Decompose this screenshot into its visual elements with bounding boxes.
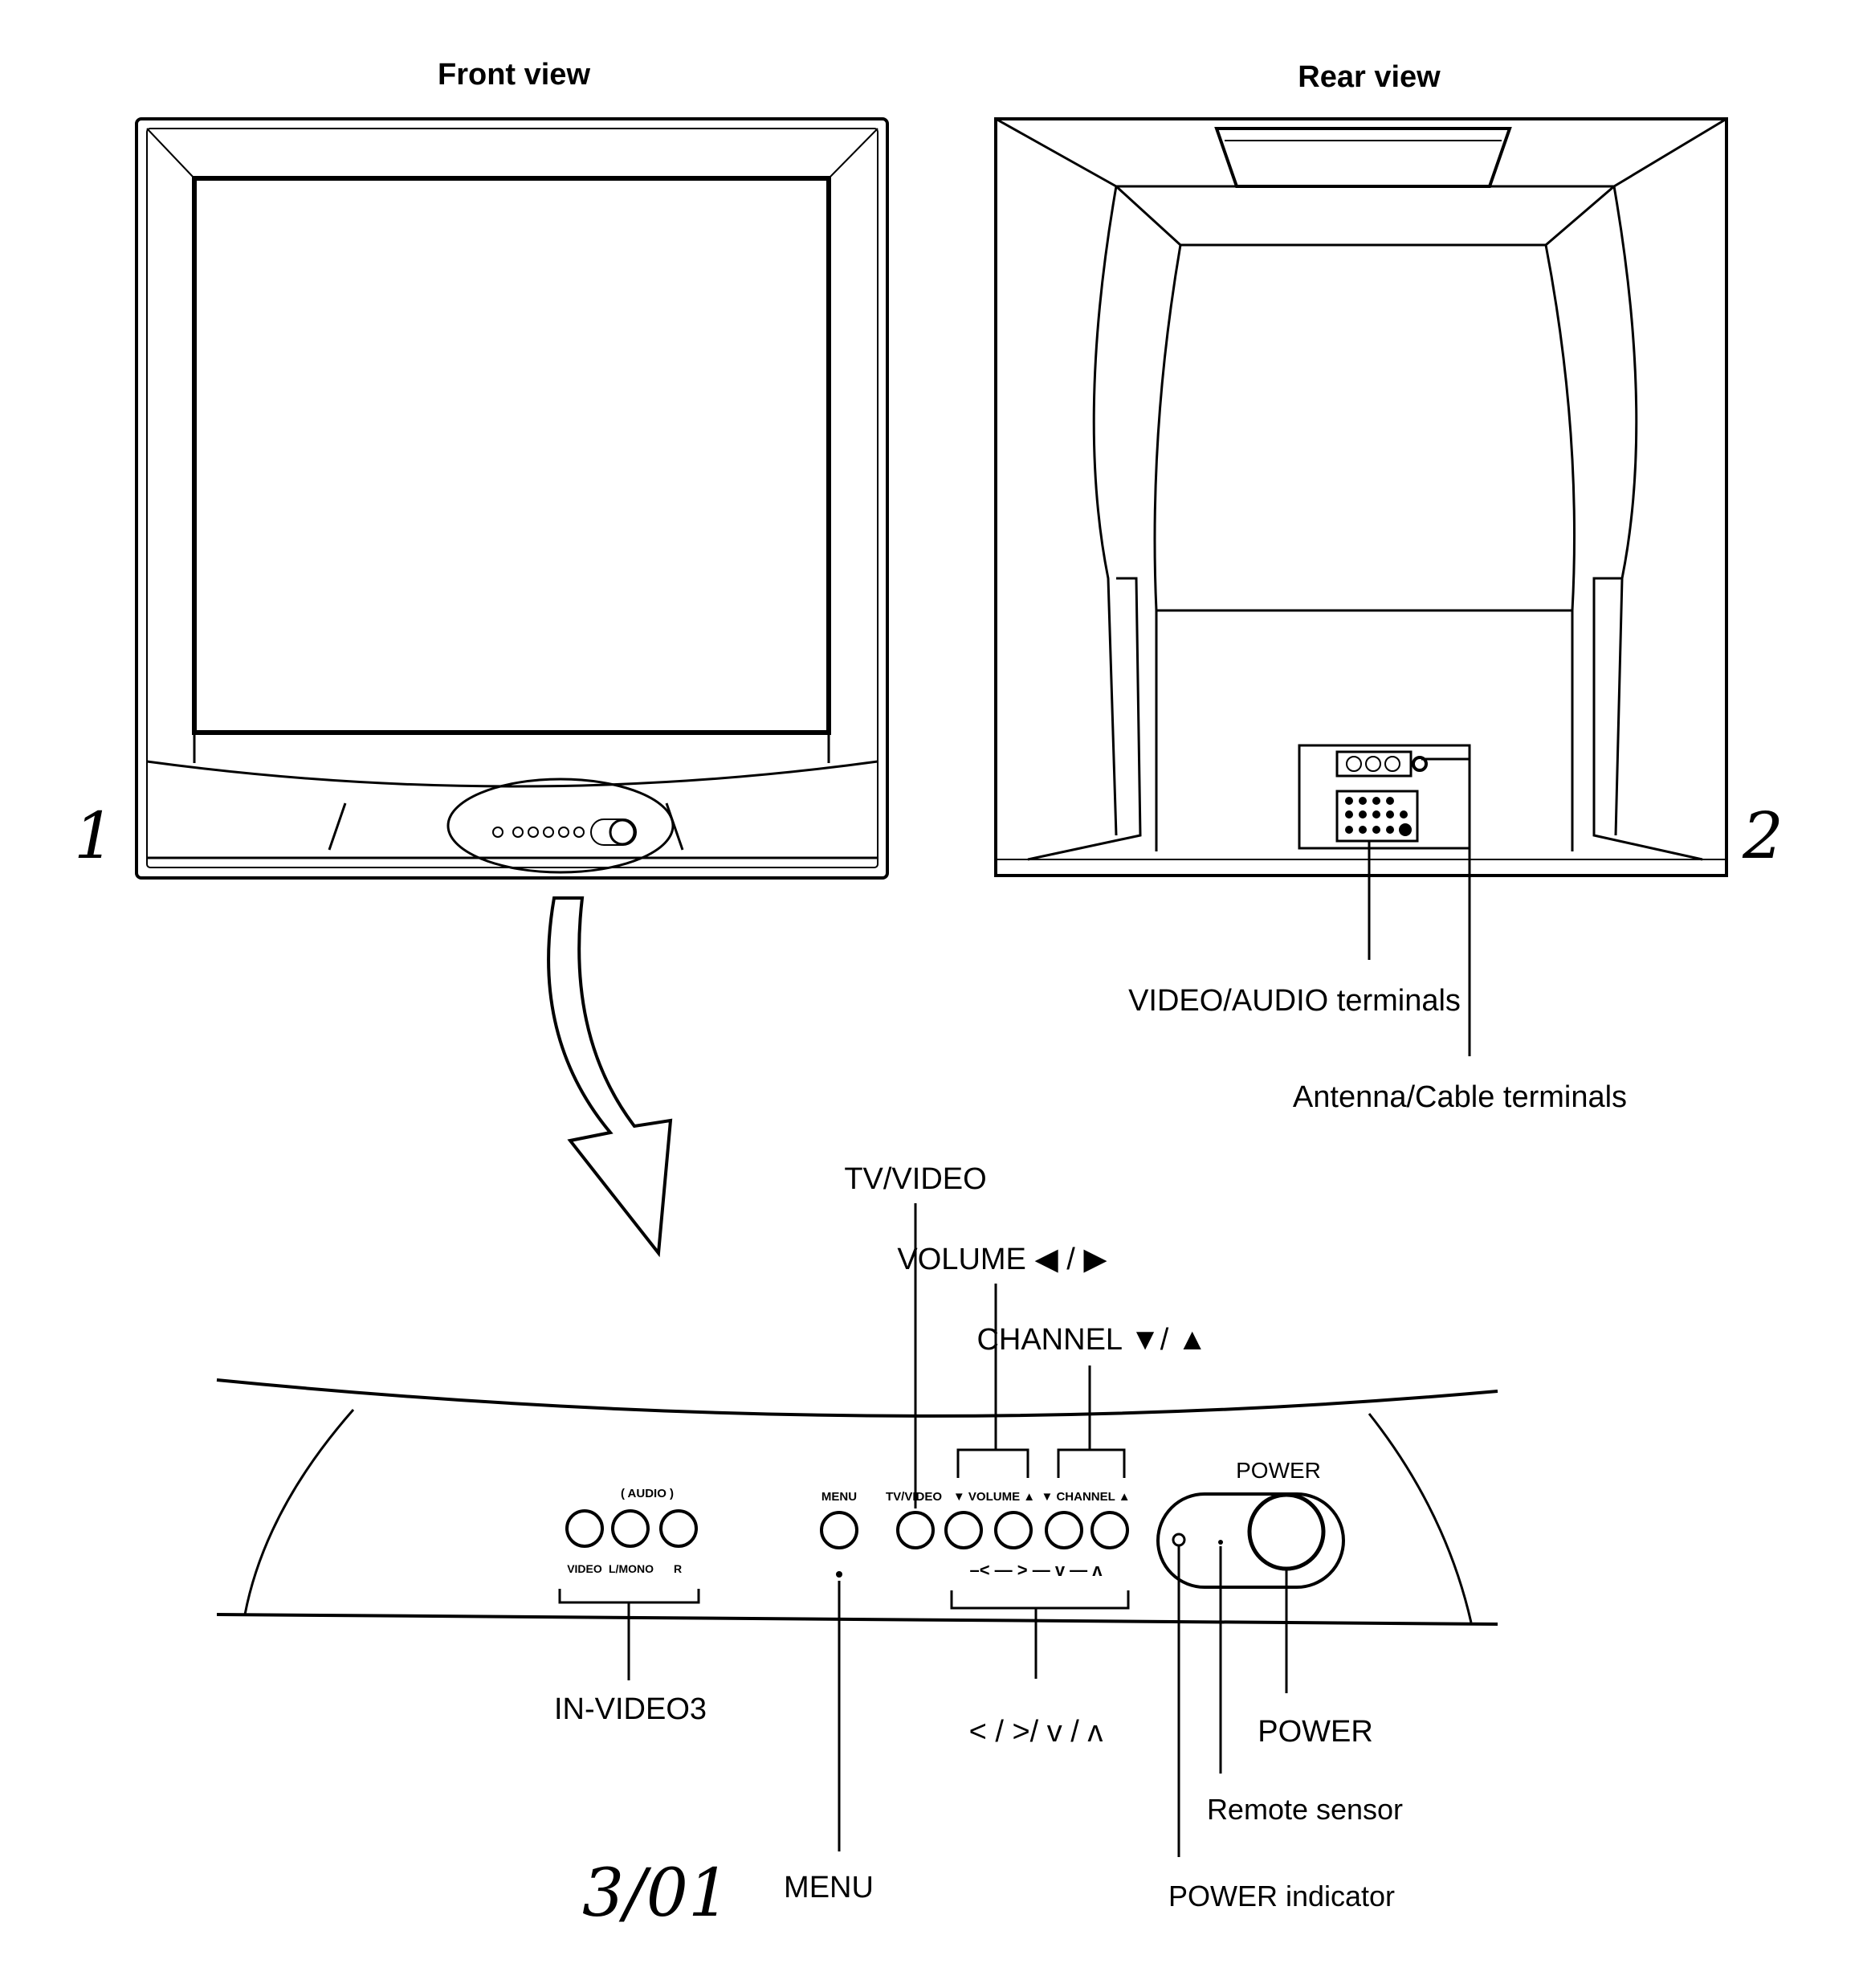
jack-r — [659, 1509, 698, 1548]
small-tvvideo-label: TV/VIDEO — [886, 1490, 942, 1504]
label-power: POWER — [1258, 1715, 1373, 1749]
front-view: Front view 1 — [74, 58, 889, 880]
front-cabinet — [135, 117, 889, 880]
jack-l-mono — [611, 1509, 650, 1548]
volume-down-button[interactable] — [944, 1511, 983, 1549]
volume-up-button[interactable] — [994, 1511, 1033, 1549]
label-volume: VOLUME ◀ / ▶ — [897, 1243, 1107, 1276]
rear-view: Rear view — [994, 60, 1784, 1114]
label-video-audio-terminals: VIDEO/AUDIO terminals — [1128, 984, 1461, 1018]
rear-cabinet — [994, 117, 1728, 877]
label-tv-video: TV/VIDEO — [844, 1162, 986, 1196]
label-remote-sensor: Remote sensor — [1207, 1793, 1403, 1826]
label-antenna-cable-terminals: Antenna/Cable terminals — [1293, 1080, 1627, 1114]
label-menu: MENU — [784, 1871, 874, 1904]
jack-video — [565, 1509, 604, 1548]
small-volume-label: ▼ VOLUME ▲ — [953, 1490, 1035, 1504]
small-video-label: VIDEO — [567, 1562, 602, 1575]
front-view-number: 1 — [74, 798, 115, 873]
rear-terminal-panel — [1298, 744, 1471, 850]
front-control-highlight — [446, 778, 675, 874]
label-arrows: < / >/ v / ʌ — [969, 1715, 1103, 1749]
tv-video-button[interactable] — [896, 1511, 935, 1549]
power-button[interactable] — [1247, 1492, 1326, 1571]
label-power-indicator: POWER indicator — [1168, 1880, 1395, 1912]
small-r-label: R — [674, 1562, 682, 1575]
remote-sensor — [1218, 1540, 1223, 1545]
sheet-number: 3/01 — [582, 1855, 730, 1932]
channel-down-button[interactable] — [1045, 1511, 1083, 1549]
small-audio-label: ( AUDIO ) — [621, 1487, 674, 1500]
power-indicator — [1172, 1533, 1186, 1547]
small-menu-label: MENU — [821, 1490, 857, 1504]
front-view-title: Front view — [438, 58, 590, 92]
small-arrow-row: –< — > — v — ʌ — [969, 1560, 1103, 1580]
small-lmono-label: L/MONO — [609, 1562, 654, 1575]
menu-button[interactable] — [820, 1511, 858, 1549]
zoom-arrow — [547, 896, 673, 1258]
channel-up-button[interactable] — [1090, 1511, 1129, 1549]
small-channel-label: ▼ CHANNEL ▲ — [1041, 1490, 1130, 1504]
front-screen — [192, 176, 831, 735]
control-panel-closeup: ( AUDIO ) VIDEO L/MONO R IN-VIDEO3 MENU … — [216, 1162, 1498, 1912]
rear-view-title: Rear view — [1298, 60, 1441, 94]
label-channel: CHANNEL ▼/ ▲ — [976, 1323, 1207, 1357]
label-power-top: POWER — [1236, 1458, 1321, 1483]
label-in-video3: IN-VIDEO3 — [554, 1692, 707, 1726]
rear-view-number: 2 — [1742, 798, 1784, 873]
rear-terminal-jacks — [1345, 797, 1412, 836]
